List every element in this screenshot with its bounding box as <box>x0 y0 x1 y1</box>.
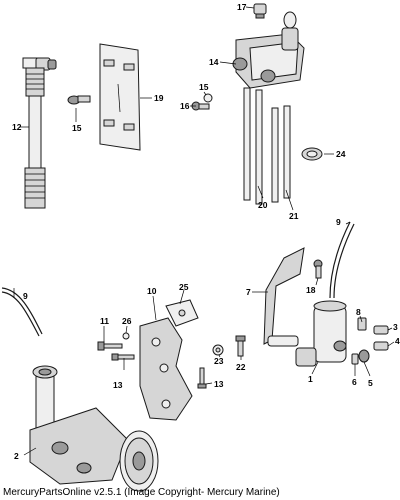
callout-14: 14 <box>209 57 219 67</box>
callout-7: 7 <box>246 287 251 297</box>
callout-4: 4 <box>395 336 400 346</box>
part-5-fitting <box>358 349 370 363</box>
part-3-fitting <box>373 325 389 335</box>
callout-11: 11 <box>100 316 109 326</box>
part-2-water-pump <box>29 365 159 492</box>
callout-15: 15 <box>72 123 82 133</box>
part-20-hoses <box>243 87 263 205</box>
part-9-hose-right <box>329 221 351 299</box>
part-13-bolt-upper <box>111 353 135 361</box>
callout-13-right: 13 <box>214 379 224 389</box>
part-7-bracket <box>263 247 305 347</box>
callout-25: 25 <box>179 282 189 292</box>
callout-26: 26 <box>122 316 132 326</box>
part-25-gasket <box>165 299 199 327</box>
callout-9-left: 9 <box>23 291 28 301</box>
part-24-clamp <box>301 147 323 161</box>
callout-24: 24 <box>336 149 346 159</box>
part-19-bracket-plate <box>99 43 141 151</box>
part-22-bolt <box>235 335 246 357</box>
part-23-washer <box>212 344 224 356</box>
part-10-pump-bracket <box>139 317 193 421</box>
part-11-bolt <box>97 341 123 351</box>
callout-8: 8 <box>356 307 361 317</box>
callout-6: 6 <box>352 377 357 387</box>
part-9-hose-left-inner <box>1 291 40 337</box>
part-6-plug <box>351 353 359 365</box>
callout-9-right: 9 <box>336 217 341 227</box>
copyright-caption: MercuryPartsOnline v2.5.1 (Image Copyrig… <box>3 487 280 498</box>
callout-labels: 12 15 19 14 17 16 15 20 21 24 9 7 18 1 8… <box>12 2 400 461</box>
part-15-bolt <box>67 95 91 105</box>
part-18-screw <box>313 259 323 279</box>
callout-23: 23 <box>214 356 224 366</box>
part-1-filter-housing <box>295 300 347 367</box>
part-17-cap <box>253 3 267 19</box>
callout-16: 16 <box>180 101 190 111</box>
callout-15b: 15 <box>199 82 209 92</box>
part-21-hoses <box>271 105 291 203</box>
part-12-water-tube <box>22 57 57 209</box>
leader-lines <box>13 6 395 456</box>
callout-21: 21 <box>289 211 299 221</box>
part-16-washer <box>203 93 213 103</box>
part-13-bolt-lower <box>197 367 207 389</box>
callout-18: 18 <box>306 285 316 295</box>
callout-22: 22 <box>236 362 246 372</box>
callout-20: 20 <box>258 200 268 210</box>
callout-1: 1 <box>308 374 313 384</box>
callout-19: 19 <box>154 93 164 103</box>
callout-2: 2 <box>14 451 19 461</box>
part-4-fitting <box>373 341 389 351</box>
part-14-valve-block <box>232 11 305 89</box>
part-8-plug <box>357 317 367 331</box>
callout-5: 5 <box>368 378 373 388</box>
callout-13-left: 13 <box>113 380 123 390</box>
part-9-hose-right-inner <box>333 223 355 299</box>
part-9-hose-left <box>1 287 43 335</box>
callout-3: 3 <box>393 322 398 332</box>
callout-10: 10 <box>147 286 157 296</box>
callout-12: 12 <box>12 122 22 132</box>
callout-17: 17 <box>237 2 247 12</box>
part-26-washer <box>122 332 130 340</box>
